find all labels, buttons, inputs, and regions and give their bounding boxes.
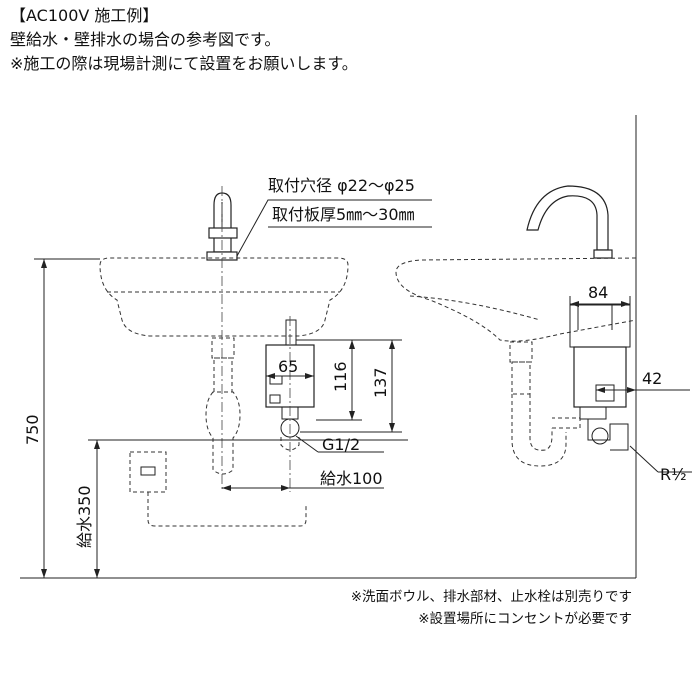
outlet-box <box>129 451 307 527</box>
label-plate: 取付板厚5㎜～30㎜ <box>272 205 415 224</box>
label-supply100: 給水100 <box>320 469 383 488</box>
header-line-1: 壁給水・壁排水の場合の参考図です。 <box>10 30 281 49</box>
note-outlet-required: ※設置場所にコンセントが必要です <box>418 611 632 627</box>
label-h116: 116 <box>331 361 350 392</box>
note-separate-parts: ※洗面ボウル、排水部材、止水栓は別売りです <box>350 589 632 605</box>
label-thread: G1/2 <box>322 435 360 454</box>
label-d42: 42 <box>642 369 662 388</box>
label-h137: 137 <box>371 367 390 398</box>
header-title: 【AC100V 施工例】 <box>10 6 159 25</box>
label-hole: 取付穴径 φ22～φ25 <box>268 176 415 195</box>
side-drain <box>509 341 581 467</box>
label-supply350: 給水350 <box>75 485 94 548</box>
label-h750: 750 <box>23 414 42 445</box>
front-bowl <box>99 257 349 337</box>
label-r-half: R½ <box>660 465 687 484</box>
label-w84: 84 <box>588 283 608 302</box>
front-drain <box>205 337 241 475</box>
side-faucet <box>526 185 613 259</box>
side-bowl <box>395 257 637 342</box>
side-controller <box>569 304 631 451</box>
header-line-2: ※施工の際は現場計測にて設置をお願いします。 <box>10 54 358 73</box>
label-w65: 65 <box>278 357 298 376</box>
